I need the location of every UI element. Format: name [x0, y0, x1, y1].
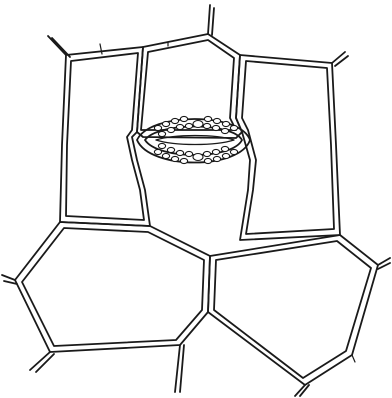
- chloroplast: [203, 151, 210, 156]
- chloroplast: [167, 147, 174, 152]
- chloroplast: [212, 149, 219, 154]
- chloroplast: [213, 118, 220, 123]
- chloroplast: [176, 124, 183, 129]
- chloroplast: [162, 121, 169, 126]
- epidermal-cell-lower-left: [15, 222, 210, 352]
- chloroplast: [222, 153, 229, 158]
- chloroplast: [221, 146, 228, 151]
- chloroplast: [203, 123, 210, 128]
- chloroplast: [221, 128, 228, 133]
- chloroplast: [167, 127, 174, 132]
- epidermal-cell-lower-right: [208, 235, 378, 385]
- chloroplast: [212, 125, 219, 130]
- chloroplast: [213, 156, 220, 161]
- stomatal-pore-lower: [156, 140, 234, 145]
- chloroplast: [171, 156, 178, 161]
- chloroplast: [230, 125, 237, 130]
- chloroplast: [204, 158, 211, 163]
- chloroplast: [180, 158, 187, 163]
- chloroplast: [154, 149, 161, 154]
- guard-cell-nucleus-lower: [193, 154, 203, 161]
- chloroplast: [185, 151, 192, 156]
- chloroplast: [154, 125, 161, 130]
- chloroplast: [222, 121, 229, 126]
- guard-cell-nucleus-upper: [193, 121, 203, 128]
- chloroplast: [185, 123, 192, 128]
- epidermal-cell-upper-left: [60, 47, 150, 226]
- chloroplast: [158, 131, 165, 136]
- chloroplast: [162, 153, 169, 158]
- chloroplast: [158, 143, 165, 148]
- epidermal-cell-upper-right: [236, 55, 340, 240]
- chloroplast: [180, 116, 187, 121]
- chloroplast: [204, 116, 211, 121]
- chloroplast: [230, 149, 237, 154]
- chloroplast: [171, 118, 178, 123]
- chloroplast: [176, 150, 183, 155]
